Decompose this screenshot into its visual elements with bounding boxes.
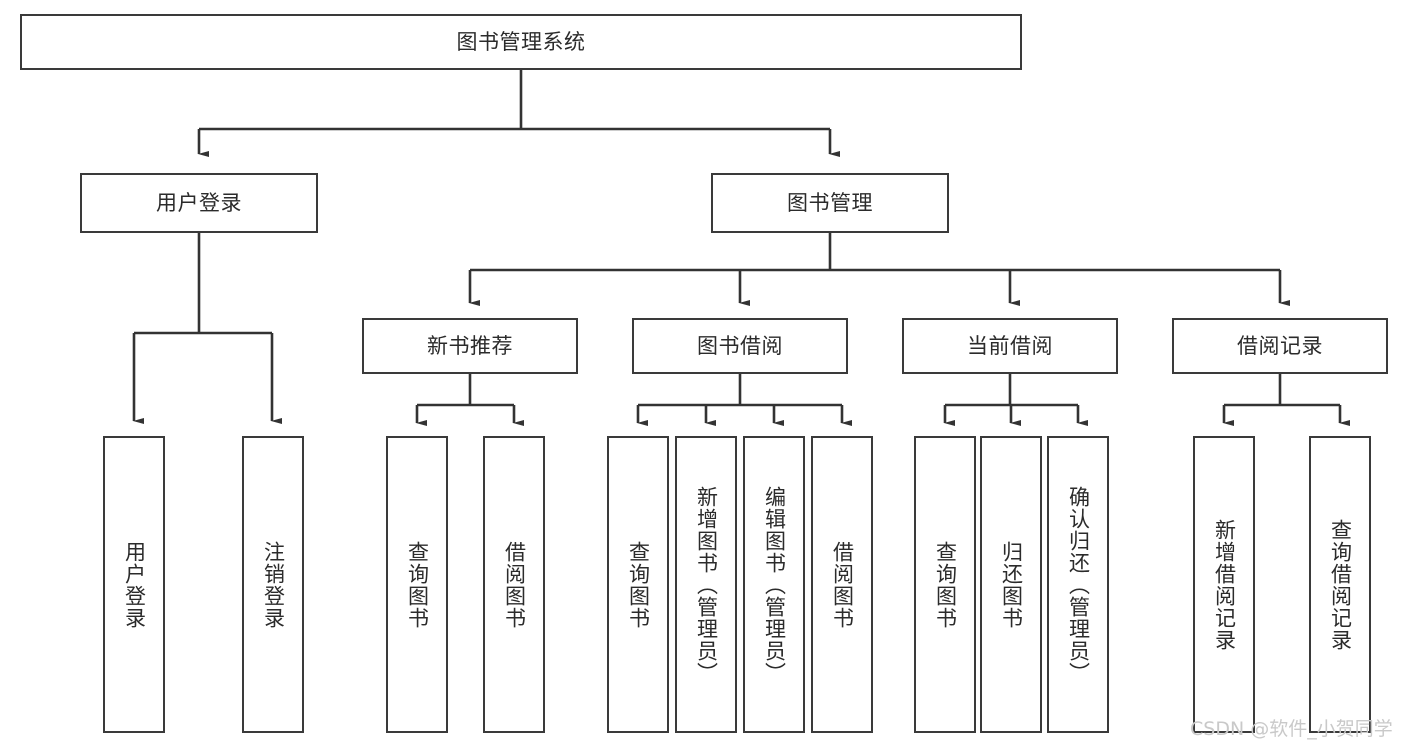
- node-user-login[interactable]: 用户登录: [80, 173, 318, 233]
- node-book-management[interactable]: 图书管理: [711, 173, 949, 233]
- node-label: 归还图书: [999, 540, 1024, 629]
- node-label: 确认归还（管理员）: [1066, 485, 1091, 684]
- leaf-current-confirm-return[interactable]: 确认归还（管理员）: [1047, 436, 1109, 733]
- node-label: 借阅记录: [1237, 333, 1323, 358]
- node-label: 图书管理系统: [456, 29, 586, 54]
- leaf-record-query-record[interactable]: 查询借阅记录: [1309, 436, 1371, 733]
- node-label: 查询图书: [626, 540, 651, 629]
- node-label: 查询图书: [405, 540, 430, 629]
- node-label: 注销登录: [261, 540, 286, 629]
- leaf-borrow-borrow-book[interactable]: 借阅图书: [811, 436, 873, 733]
- leaf-current-return-book[interactable]: 归还图书: [980, 436, 1042, 733]
- node-new-book-recommend[interactable]: 新书推荐: [362, 318, 578, 374]
- node-label: 当前借阅: [967, 333, 1053, 358]
- node-label: 新增图书（管理员）: [694, 485, 719, 684]
- node-label: 图书借阅: [697, 333, 783, 358]
- leaf-borrow-query-book[interactable]: 查询图书: [607, 436, 669, 733]
- leaf-recommend-borrow-book[interactable]: 借阅图书: [483, 436, 545, 733]
- node-label: 用户登录: [122, 540, 147, 629]
- leaf-user-login-login[interactable]: 用户登录: [103, 436, 165, 733]
- node-current-borrow[interactable]: 当前借阅: [902, 318, 1118, 374]
- node-label: 查询借阅记录: [1328, 518, 1353, 651]
- node-book-borrow[interactable]: 图书借阅: [632, 318, 848, 374]
- node-label: 编辑图书（管理员）: [762, 485, 787, 684]
- node-label: 查询图书: [933, 540, 958, 629]
- leaf-current-query-book[interactable]: 查询图书: [914, 436, 976, 733]
- leaf-record-add-record[interactable]: 新增借阅记录: [1193, 436, 1255, 733]
- node-label: 新增借阅记录: [1212, 518, 1237, 651]
- node-label: 新书推荐: [427, 333, 513, 358]
- node-root[interactable]: 图书管理系统: [20, 14, 1022, 70]
- node-borrow-record[interactable]: 借阅记录: [1172, 318, 1388, 374]
- node-label: 图书管理: [787, 190, 873, 215]
- node-label: 借阅图书: [502, 540, 527, 629]
- node-label: 用户登录: [156, 190, 242, 215]
- node-label: 借阅图书: [830, 540, 855, 629]
- leaf-borrow-edit-book[interactable]: 编辑图书（管理员）: [743, 436, 805, 733]
- watermark: CSDN @软件_小贺同学: [1190, 718, 1393, 740]
- leaf-recommend-query-book[interactable]: 查询图书: [386, 436, 448, 733]
- leaf-user-login-logout[interactable]: 注销登录: [242, 436, 304, 733]
- leaf-borrow-add-book[interactable]: 新增图书（管理员）: [675, 436, 737, 733]
